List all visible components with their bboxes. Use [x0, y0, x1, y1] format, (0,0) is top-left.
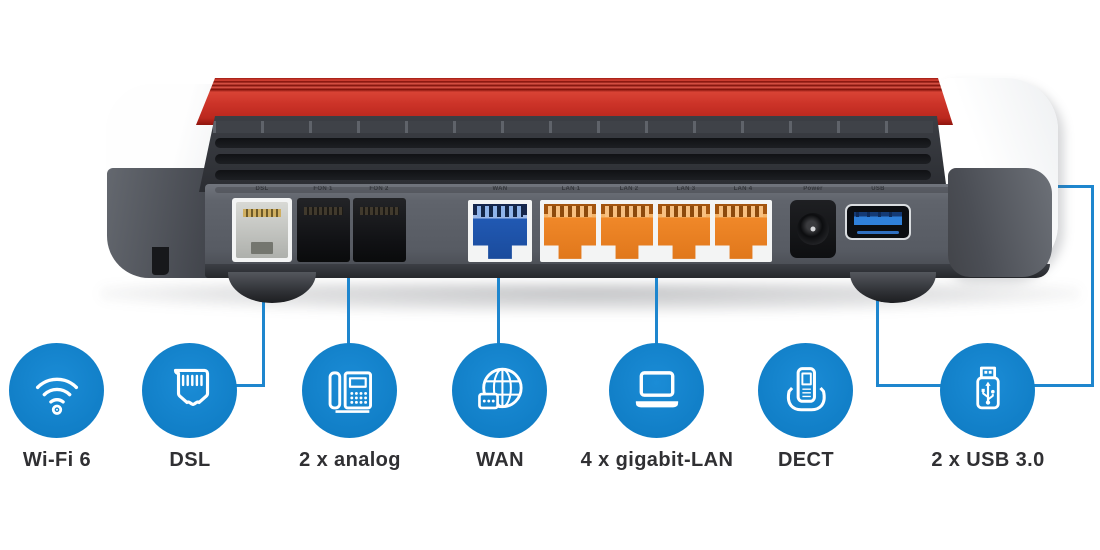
lan2-port [601, 204, 653, 259]
lan3-port-pins [662, 206, 706, 217]
wan-port-connector [473, 204, 527, 259]
lan2-port-pins [605, 206, 649, 217]
analog-callout-line [347, 258, 350, 345]
port-label-fon2: FON 2 [369, 186, 389, 192]
desk-phone-icon [328, 370, 372, 413]
usb-port-pins [856, 212, 900, 217]
usb-icon-circle [940, 343, 1035, 438]
power-barrel-jack [797, 213, 829, 245]
lan4-port-pins [719, 206, 763, 217]
usb-rear-port [845, 204, 911, 240]
port-label-lan2: LAN 2 [619, 186, 639, 192]
legend-label-usb: 2 x USB 3.0 [931, 449, 1045, 471]
legend-label-wan: WAN [476, 449, 524, 471]
dect-icon-circle [758, 343, 853, 438]
usb-side-callout-line-vertical [1091, 185, 1094, 387]
port-label-recess [215, 187, 1034, 193]
power-center-pin [810, 226, 816, 232]
lan3-port [658, 204, 710, 259]
fon2-port-pins [360, 207, 399, 215]
power-connector [790, 200, 836, 258]
vent-slot [215, 138, 931, 148]
usb-side-callout-line-top [1044, 185, 1094, 188]
usb-rear-callout-line-horizontal [876, 384, 943, 387]
vent-slot [215, 154, 931, 164]
usb-rear-callout-line-vertical [876, 260, 879, 387]
legend-label-wifi: Wi-Fi 6 [22, 449, 92, 471]
router-vent-grille [199, 116, 947, 192]
dsl-callout-line-horizontal [235, 384, 265, 387]
usb-port-tongue [854, 212, 902, 225]
analog-icon-circle [302, 343, 397, 438]
port-label-usb: USB [871, 186, 885, 192]
vent-tick-row [213, 121, 933, 133]
cordless-phone-icon [786, 366, 826, 411]
lan-callout-line [655, 258, 658, 345]
rj45-plug-icon [173, 368, 209, 406]
dsl-port-latch [251, 242, 273, 254]
vent-slot [215, 170, 931, 180]
legend-label-analog: 2 x analog [299, 449, 401, 471]
router-left-notch [152, 247, 169, 275]
wan-port-pins [477, 206, 523, 217]
wan-icon-circle [452, 343, 547, 438]
fon1-port [297, 198, 350, 262]
port-label-lan1: LAN 1 [561, 186, 581, 192]
dsl-icon-circle [142, 343, 237, 438]
wan-callout-line [497, 258, 500, 345]
globe-icon [477, 367, 523, 409]
wan-port [468, 200, 532, 262]
port-label-lan4: LAN 4 [733, 186, 753, 192]
lan4-port [715, 204, 767, 259]
lan-icon-circle [609, 343, 704, 438]
dsl-port-pins [243, 209, 281, 217]
dsl-port [232, 198, 292, 262]
lan1-port-pins [548, 206, 592, 217]
lan-port-group [540, 200, 772, 262]
usb-port-bottom-edge [857, 231, 899, 234]
legend-label-dsl: DSL [169, 449, 211, 471]
fon2-port [353, 198, 406, 262]
usb-side-callout-line-bottom [1034, 384, 1094, 387]
port-label-wan: WAN [492, 186, 508, 192]
laptop-icon [635, 370, 678, 407]
lan1-port [544, 204, 596, 259]
port-label-dsl: DSL [255, 186, 269, 192]
dsl-port-socket [236, 202, 288, 258]
router-port-panel: DSL FON 1 FON 2 WAN LAN 1 LAN 2 LAN 3 LA… [205, 184, 1050, 278]
legend-label-dect: DECT [777, 449, 835, 471]
usb-stick-icon [975, 366, 1000, 409]
wifi-icon [35, 377, 78, 415]
port-label-fon1: FON 1 [313, 186, 333, 192]
fon1-port-pins [304, 207, 343, 215]
dsl-callout-line-vertical [262, 258, 265, 387]
router-bottom-edge [205, 264, 1050, 278]
wifi-icon-circle [9, 343, 104, 438]
port-label-lan3: LAN 3 [676, 186, 696, 192]
port-label-power: Power [803, 186, 823, 192]
router-right-side-panel [948, 168, 1052, 277]
legend-label-lan: 4 x gigabit-LAN [580, 449, 734, 471]
